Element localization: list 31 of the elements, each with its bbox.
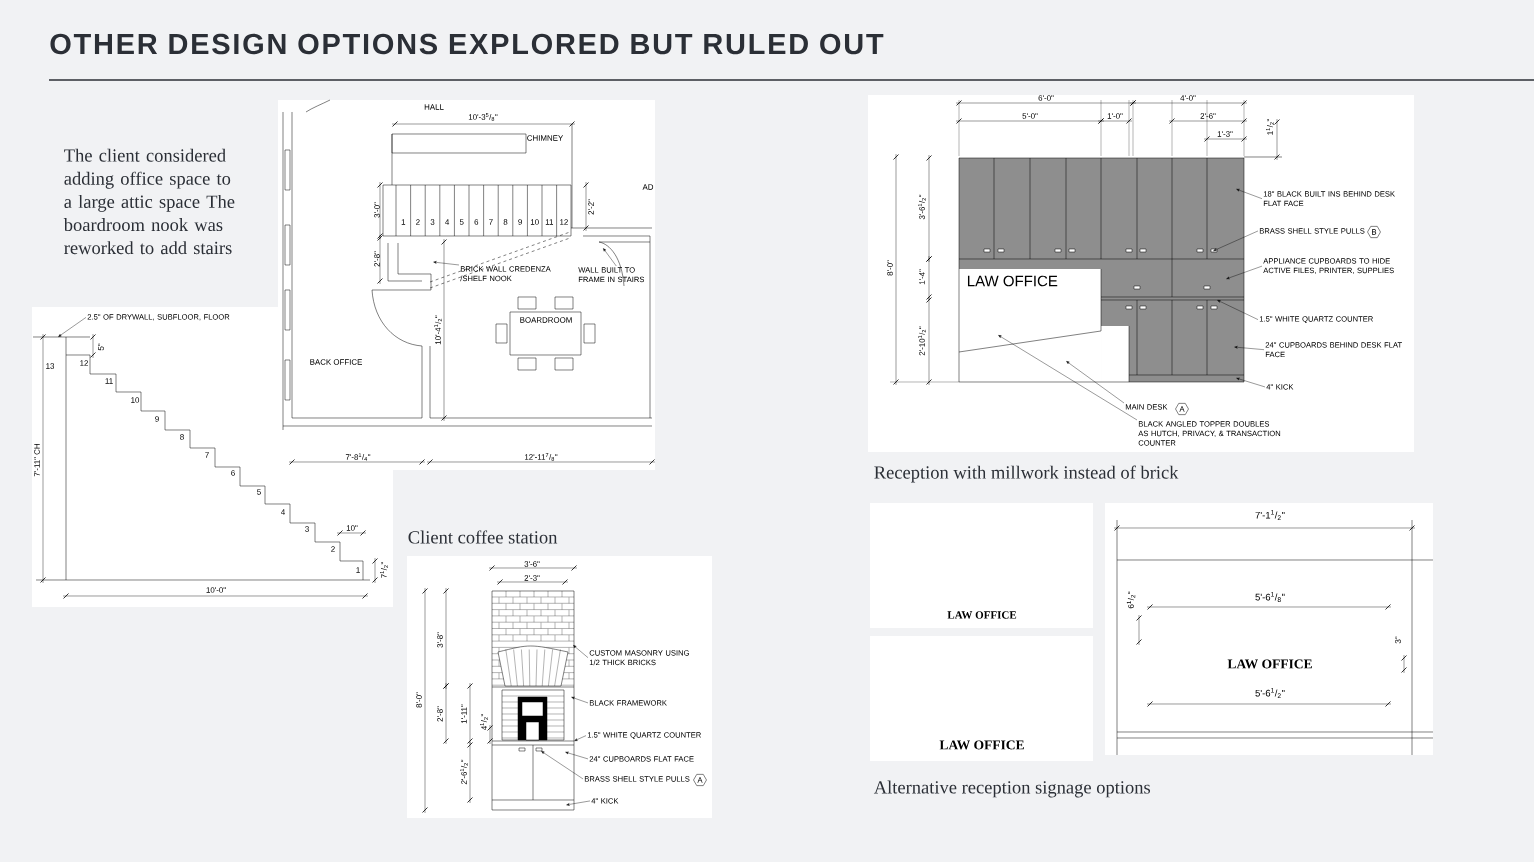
sign-panel: LAW OFFICE (870, 636, 1093, 761)
leader-line (1217, 300, 1259, 320)
dimension-text: 6$^{1}$/$_{2}$" (1126, 591, 1136, 609)
dimension-text: 7'-1$^{1}$/$_{2}$" (1255, 510, 1285, 520)
dimension-text: 3" (1395, 636, 1401, 644)
sign-panel: LAW OFFICE (870, 503, 1093, 628)
leader-line (574, 735, 587, 741)
description-text: The client considered adding office space to a large attic space The boardroom nook was reworked to add stairs (63, 148, 235, 255)
caption: Reception with millwork instead of brick (874, 465, 1179, 483)
leader-line (1213, 230, 1259, 251)
dimension-text: 5'-6$^{1}$/$_{8}$" (1255, 592, 1285, 602)
leader-line (433, 261, 460, 266)
leader-line (603, 248, 617, 267)
leader-line (571, 696, 589, 704)
dimension-text: 5'-6$^{1}$/$_{2}$" (1255, 688, 1285, 698)
leader-line (566, 800, 591, 806)
sign-text: LAW OFFICE (968, 275, 1058, 287)
leader-line (565, 751, 589, 760)
leader-line (58, 317, 87, 337)
leader-line (1226, 265, 1263, 280)
leader-line (1236, 189, 1263, 199)
title: OTHER DESIGN OPTIONS EXPLORED BUT RULED OUT (50, 33, 884, 55)
leader-line (1236, 377, 1266, 388)
leader-line (1066, 361, 1125, 404)
leader-line (573, 645, 589, 658)
caption: Alternative reception signage options (873, 780, 1151, 798)
sign-text: LAW OFFICE (1227, 659, 1312, 669)
caption: Client coffee station (408, 530, 558, 544)
leader-line (1234, 346, 1265, 350)
leader-line (998, 335, 1138, 421)
leader-line (541, 751, 584, 780)
